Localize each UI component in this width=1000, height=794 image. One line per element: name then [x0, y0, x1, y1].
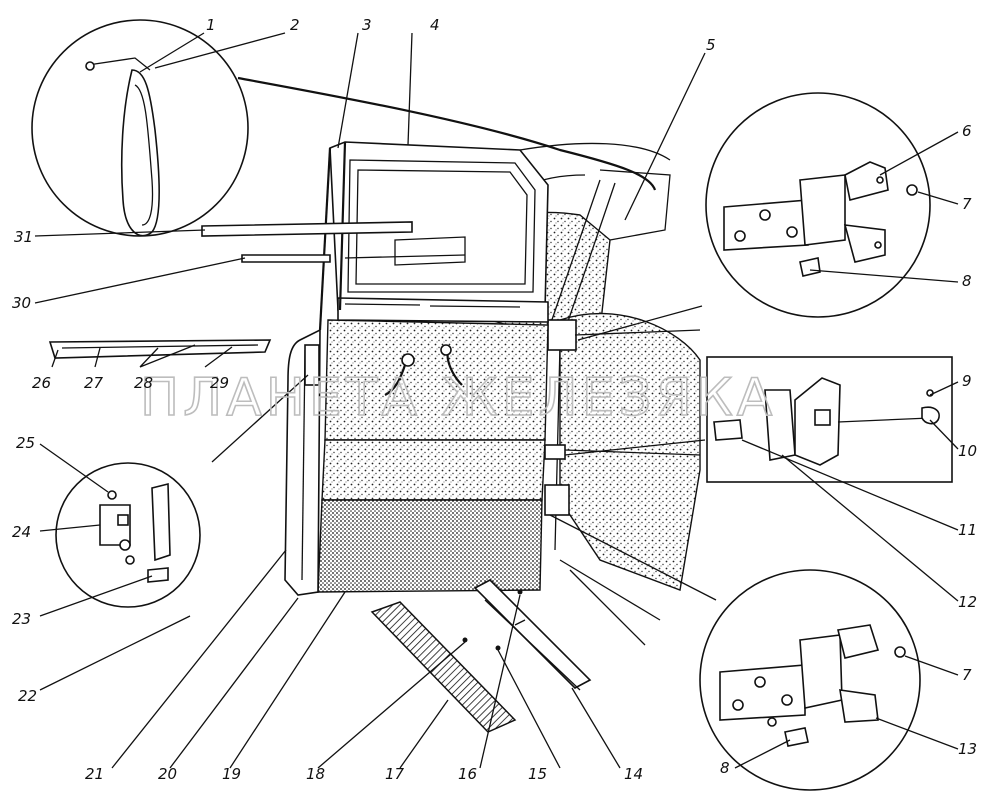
callout-19: 19: [222, 765, 241, 783]
watermark-text: ПЛАНЕТА ЖЕЛЕЗЯКА: [140, 368, 776, 428]
callout-2: 2: [290, 16, 300, 34]
leader-lines: [34, 32, 959, 769]
callout-11: 11: [958, 521, 977, 539]
callout-20: 20: [158, 765, 177, 783]
connector-lines: [211, 305, 717, 601]
callout-26: 26: [32, 374, 51, 392]
inset-lock: [706, 356, 953, 483]
callout-18: 18: [306, 765, 325, 783]
callout-17: 17: [385, 765, 405, 783]
door: [284, 141, 549, 596]
callout-29: 29: [210, 374, 229, 392]
callout-3: 3: [362, 16, 372, 34]
callout-1: 1: [206, 16, 216, 34]
callout-27: 27: [84, 374, 104, 392]
callout-7-lower: 7: [962, 666, 972, 684]
inset-upper-hinge: [705, 92, 931, 318]
callout-14: 14: [624, 765, 643, 783]
callout-16: 16: [458, 765, 477, 783]
callout-5: 5: [706, 36, 716, 54]
callout-6: 6: [962, 122, 972, 140]
callout-30: 30: [12, 294, 31, 312]
callout-24: 24: [12, 523, 31, 541]
callout-8-upper: 8: [962, 272, 972, 290]
callout-labels: 1 2 3 4 5 6 7 7 8 8 9 10 11 12 13 14 15 …: [12, 16, 977, 783]
callout-23: 23: [12, 610, 31, 628]
callout-7-upper: 7: [962, 195, 972, 213]
callout-21: 21: [85, 765, 104, 783]
callout-28: 28: [134, 374, 153, 392]
callout-15: 15: [528, 765, 547, 783]
inset-lower-hinge: [699, 569, 921, 791]
callout-25: 25: [16, 434, 35, 452]
callout-12: 12: [958, 593, 977, 611]
callout-31: 31: [14, 228, 33, 246]
sill-plates: [370, 579, 592, 733]
callout-10: 10: [958, 442, 977, 460]
callout-4: 4: [430, 16, 440, 34]
inset-strap: [31, 19, 249, 237]
inset-striker: [55, 462, 201, 608]
callout-13: 13: [958, 740, 977, 758]
callout-8-lower: 8: [720, 759, 730, 777]
strip-parts: [48, 221, 413, 359]
callout-9: 9: [962, 372, 972, 390]
callout-22: 22: [18, 687, 37, 705]
